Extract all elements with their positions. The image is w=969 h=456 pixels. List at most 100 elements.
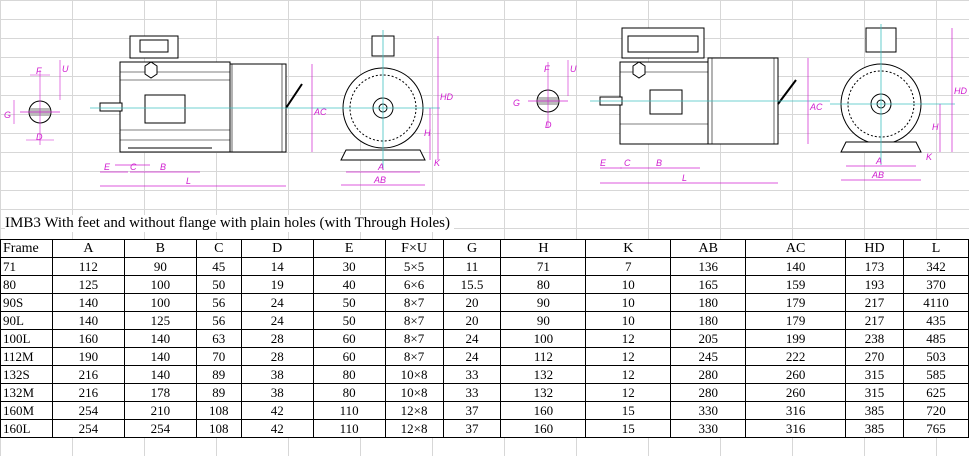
dimension-cell: 180 bbox=[670, 311, 747, 330]
column-header-10: AB bbox=[670, 239, 747, 258]
column-header-6: F×U bbox=[384, 239, 444, 258]
column-header-1: A bbox=[51, 239, 125, 258]
dimension-cell: 503 bbox=[902, 347, 969, 366]
dimension-cell: 110 bbox=[312, 419, 386, 438]
dim-label-G-2: G bbox=[513, 98, 520, 108]
column-header-4: D bbox=[240, 239, 314, 258]
column-header-9: K bbox=[585, 239, 672, 258]
dimension-cell: 140 bbox=[123, 329, 197, 348]
dimension-cell: 165 bbox=[670, 275, 747, 294]
dim-label-AC-2: AC bbox=[809, 102, 823, 112]
shaft-section-detail-2: F U G D bbox=[513, 60, 577, 130]
dimension-cell: 217 bbox=[845, 293, 904, 312]
dimension-cell: 330 bbox=[670, 401, 747, 420]
column-header-11: AC bbox=[745, 239, 847, 258]
dim-label-K-2: K bbox=[926, 152, 933, 162]
table-caption: IMB3 With feet and without flange with p… bbox=[5, 215, 455, 232]
dimension-cell: 140 bbox=[51, 311, 125, 330]
dim-label-C-1: C bbox=[130, 162, 137, 172]
dimension-cell: 370 bbox=[902, 275, 969, 294]
dimension-cell: 270 bbox=[845, 347, 904, 366]
dimension-cell: 245 bbox=[670, 347, 747, 366]
dimension-cell: 140 bbox=[123, 347, 197, 366]
dimension-cell: 50 bbox=[195, 275, 242, 294]
dimension-cell: 280 bbox=[670, 365, 747, 384]
dimension-cell: 60 bbox=[312, 329, 386, 348]
column-header-2: B bbox=[123, 239, 197, 258]
dimension-cell: 140 bbox=[51, 293, 125, 312]
dimension-cell: 173 bbox=[845, 257, 904, 276]
dimension-cell: 24 bbox=[442, 329, 502, 348]
dimension-cell: 38 bbox=[240, 383, 314, 402]
dimension-cell: 112 bbox=[500, 347, 587, 366]
dimension-cell: 15 bbox=[585, 419, 672, 438]
dim-label-A-1: A bbox=[377, 162, 384, 172]
frame-cell: 90L bbox=[0, 311, 53, 330]
dimension-cell: 56 bbox=[195, 293, 242, 312]
dimension-cell: 10 bbox=[585, 275, 672, 294]
dimension-cell: 330 bbox=[670, 419, 747, 438]
dimension-cell: 28 bbox=[240, 347, 314, 366]
dimension-cell: 24 bbox=[240, 293, 314, 312]
dimension-cell: 24 bbox=[442, 347, 502, 366]
dimension-cell: 80 bbox=[500, 275, 587, 294]
dimension-cell: 15.5 bbox=[442, 275, 502, 294]
dimension-cell: 625 bbox=[902, 383, 969, 402]
dim-label-B-1: B bbox=[160, 162, 166, 172]
dimension-cell: 90 bbox=[123, 257, 197, 276]
dimension-cell: 80 bbox=[312, 383, 386, 402]
dimension-cell: 90 bbox=[500, 311, 587, 330]
dimension-cell: 37 bbox=[442, 419, 502, 438]
frame-cell: 71 bbox=[0, 257, 53, 276]
dim-label-H-1: H bbox=[424, 128, 431, 138]
dimension-cell: 180 bbox=[670, 293, 747, 312]
dimension-cell: 254 bbox=[51, 419, 125, 438]
dim-label-AB-2: AB bbox=[871, 170, 884, 180]
dimension-cell: 71 bbox=[500, 257, 587, 276]
motor-technical-drawings: F U G D bbox=[0, 0, 969, 200]
dimension-cell: 24 bbox=[240, 311, 314, 330]
dimension-cell: 33 bbox=[442, 383, 502, 402]
dim-label-C-2: C bbox=[624, 158, 631, 168]
dimension-cell: 140 bbox=[745, 257, 847, 276]
frame-cell: 100L bbox=[0, 329, 53, 348]
dimension-cell: 89 bbox=[195, 365, 242, 384]
dimension-cell: 385 bbox=[845, 401, 904, 420]
dimension-cell: 136 bbox=[670, 257, 747, 276]
dimension-cell: 28 bbox=[240, 329, 314, 348]
dimension-cell: 178 bbox=[123, 383, 197, 402]
dim-label-F-2: F bbox=[544, 64, 550, 74]
dimension-cell: 179 bbox=[745, 311, 847, 330]
frame-cell: 90S bbox=[0, 293, 53, 312]
dimension-cell: 4110 bbox=[902, 293, 969, 312]
dimension-cell: 254 bbox=[123, 419, 197, 438]
column-header-5: E bbox=[312, 239, 386, 258]
dimension-cell: 37 bbox=[442, 401, 502, 420]
dimension-cell: 12×8 bbox=[384, 401, 444, 420]
dim-label-H-2: H bbox=[932, 122, 939, 132]
dim-label-U-2: U bbox=[570, 64, 577, 74]
dimension-cell: 5×5 bbox=[384, 257, 444, 276]
dimension-cell: 132 bbox=[500, 365, 587, 384]
dimension-cell: 485 bbox=[902, 329, 969, 348]
dimension-cell: 50 bbox=[312, 293, 386, 312]
dim-label-L-2: L bbox=[682, 173, 687, 183]
column-header-8: H bbox=[500, 239, 587, 258]
dimension-cell: 8×7 bbox=[384, 293, 444, 312]
dimension-cell: 765 bbox=[902, 419, 969, 438]
dimension-cell: 56 bbox=[195, 311, 242, 330]
dimension-cell: 720 bbox=[902, 401, 969, 420]
dimension-cell: 159 bbox=[745, 275, 847, 294]
dim-label-G: G bbox=[4, 110, 11, 120]
dimension-cell: 63 bbox=[195, 329, 242, 348]
dimension-cell: 70 bbox=[195, 347, 242, 366]
frame-cell: 132S bbox=[0, 365, 53, 384]
dimension-cell: 6×6 bbox=[384, 275, 444, 294]
dimension-cell: 45 bbox=[195, 257, 242, 276]
dim-label-AB-1: AB bbox=[373, 175, 386, 185]
